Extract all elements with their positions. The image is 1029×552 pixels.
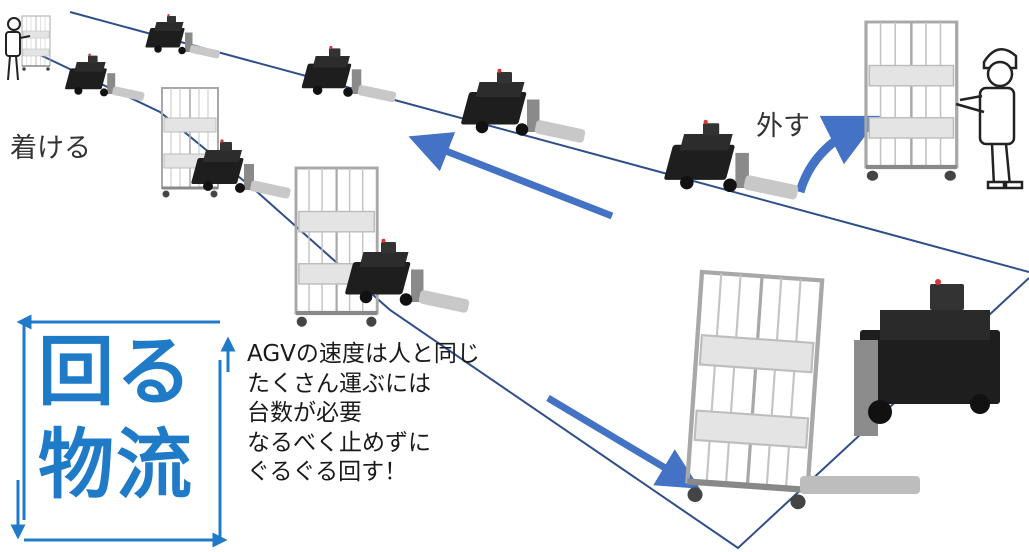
direction-arrow-right <box>546 394 701 489</box>
title-frame <box>10 314 236 548</box>
agv-unit-large <box>800 279 1000 494</box>
note-line: AGVの速度は人と同じ <box>247 341 480 367</box>
attach-label: 着ける <box>10 133 91 164</box>
agv-unit-1 <box>145 14 221 59</box>
cart-small-start <box>21 15 51 72</box>
cart-detached <box>866 22 957 181</box>
notes-block: AGVの速度は人と同じ たくさん運ぶには 台数が必要 なるべく止めずに ぐるぐる… <box>247 340 480 488</box>
detach-label: 外す <box>756 111 810 142</box>
detach-curve-arrow <box>795 115 881 194</box>
direction-arrow-left <box>408 132 614 220</box>
route-upper <box>69 11 1029 273</box>
title-line-2: 物流 <box>38 420 194 509</box>
agv-unit-2 <box>301 45 397 103</box>
title-block: 回る 物流 <box>16 320 220 544</box>
agv-unit-5 <box>64 53 145 102</box>
note-line: 台数が必要 <box>247 400 362 426</box>
agv-unit-6 <box>190 139 292 200</box>
note-line: たくさん運ぶには <box>247 370 431 397</box>
worker-attach-figure <box>5 17 31 81</box>
cart-unit-large <box>686 272 822 510</box>
agv-unit-3 <box>460 68 586 144</box>
worker-detach-figure <box>955 48 1024 190</box>
note-line: ぐるぐる回す！ <box>247 459 408 485</box>
title-line-1: 回る <box>38 327 194 416</box>
note-line: なるべく止めずに <box>247 429 431 456</box>
